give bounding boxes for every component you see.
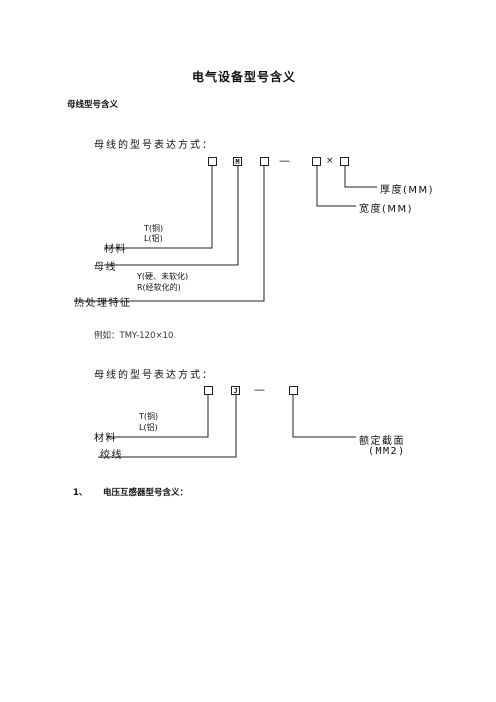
material-label: 材料 — [104, 244, 127, 255]
material2-option-copper: T(铜) — [139, 412, 159, 421]
section-connector — [292, 395, 356, 438]
heat-treatment-label: 热处理特征 — [74, 298, 132, 309]
thickness-label: 厚度(MM) — [380, 185, 435, 196]
code-box2-material — [204, 386, 213, 395]
material-connector — [104, 166, 213, 249]
material-option-aluminum: L(铝) — [144, 234, 163, 243]
heat-option-soft: R(经软化的) — [137, 283, 181, 292]
rated-section-unit: (MM2) — [368, 446, 406, 457]
thickness-connector — [344, 166, 377, 188]
code-box-busbar: M — [233, 157, 242, 166]
material2-label: 材料 — [94, 433, 117, 444]
code-box2-stranded: J — [231, 386, 240, 395]
document-title: 电气设备型号含义 — [192, 70, 297, 84]
busbar-connector — [104, 166, 239, 266]
section-busbar-heading: 母线型号含义 — [67, 100, 119, 110]
code-box-material — [208, 157, 217, 166]
width-connector — [316, 166, 356, 207]
times-sign: × — [326, 156, 334, 166]
dash: — — [279, 154, 290, 167]
rated-section-label: 额定截面 — [359, 436, 405, 447]
diagram2-heading: 母线的型号表达方式： — [94, 370, 214, 381]
section-pt-heading: 电压互感器型号含义： — [103, 488, 189, 498]
heat-option-hard: Y(硬、未软化) — [137, 272, 189, 281]
width-label: 宽度(MM) — [359, 204, 414, 215]
stranded-connector — [98, 395, 237, 458]
diagram1-heading: 母线的型号表达方式： — [94, 140, 214, 151]
material-option-copper: T(铜) — [144, 224, 164, 233]
material2-connector — [108, 395, 209, 438]
heat-connector — [74, 166, 265, 302]
busbar-label: 母线 — [94, 262, 117, 273]
dash2: — — [254, 383, 265, 396]
example-text: 例如：TMY-120×10 — [94, 331, 174, 341]
material2-option-aluminum: L(铝) — [139, 423, 158, 432]
code-box2-section — [289, 386, 298, 395]
stranded-label: 绞线 — [100, 450, 123, 461]
code-box-heat — [260, 157, 269, 166]
code-box-width — [312, 157, 321, 166]
section-number: 1、 — [73, 488, 88, 498]
code-box-thickness — [340, 157, 349, 166]
